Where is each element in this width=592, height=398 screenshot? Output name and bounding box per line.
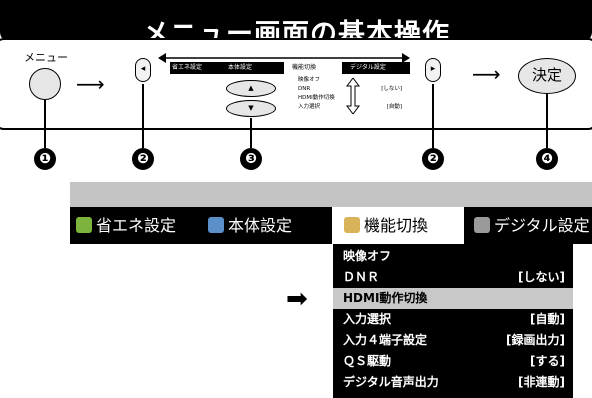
title-banner — [0, 0, 592, 42]
tv-icon — [208, 217, 224, 233]
digital-icon — [474, 217, 490, 233]
notepad-icon — [344, 217, 360, 233]
pointer-arrow-icon: ➡ — [286, 284, 308, 314]
mini-item-value: [自動] — [386, 104, 402, 110]
mini-menu-item: 入力選択 [自動] — [298, 103, 402, 111]
callout-line — [142, 84, 144, 148]
arrow-right-icon: ⟶ — [472, 62, 501, 86]
left-right-arrow-icon — [158, 53, 410, 63]
tab-energy-saving[interactable]: 省エネ設定 — [76, 207, 196, 244]
mini-tab-function: 機能切換 — [284, 62, 342, 74]
mini-tab-bar: 省エネ設定 本体設定 機能切換 デジタル設定 — [170, 62, 410, 74]
item-value: [録画出力] — [506, 333, 565, 347]
callout-2: ❷ — [132, 148, 154, 170]
callout-4: ❹ — [536, 148, 558, 170]
menu-item-video-off[interactable]: 映像オフ — [333, 246, 573, 267]
item-value: [非連動] — [518, 375, 565, 389]
callout-line — [44, 100, 46, 148]
tab-label: 機能切換 — [364, 216, 429, 235]
mini-menu-item: DNR [しない] — [298, 85, 402, 93]
mini-tab-main: 本体設定 — [228, 64, 253, 71]
menu-button[interactable] — [29, 68, 61, 100]
callout-line — [432, 84, 434, 148]
up-button[interactable]: ▲ — [226, 80, 276, 97]
menu-item-qs-drive[interactable]: ＱＳ駆動 [する] — [333, 351, 573, 372]
arrow-right-icon: ⟶ — [76, 72, 105, 96]
callout-line — [546, 94, 548, 148]
item-label: 入力選択 — [343, 312, 392, 326]
mini-tab-digital: デジタル設定 — [350, 64, 386, 71]
tab-digital-settings[interactable]: デジタル設定 — [474, 207, 592, 244]
menu-item-dnr[interactable]: ＤＮＲ [しない] — [333, 267, 573, 288]
mini-menu-list: 映像オフ DNR [しない] HDMI動作切換 入力選択 [自動] — [292, 76, 408, 122]
item-value: [自動] — [530, 312, 565, 326]
menu-item-input4[interactable]: 入力４端子設定 [録画出力] — [333, 330, 573, 351]
mini-item-value: [しない] — [381, 86, 402, 92]
callout-line — [250, 118, 252, 148]
item-label: HDMI動作切換 — [343, 291, 428, 305]
left-button[interactable]: ◂ — [135, 58, 151, 82]
callout-3: ❸ — [240, 148, 262, 170]
up-down-arrow-icon — [346, 78, 360, 114]
enter-button[interactable]: 決定 — [518, 58, 576, 94]
menu-item-hdmi[interactable]: HDMI動作切換 — [333, 288, 573, 309]
mini-tab-energy: 省エネ設定 — [172, 64, 203, 71]
menu-header-band — [70, 182, 592, 207]
mini-menu-item: 映像オフ — [298, 76, 402, 84]
menu-tab-bar: 省エネ設定 本体設定 機能切換 デジタル設定 — [70, 207, 592, 244]
tab-function-switch[interactable]: 機能切換 — [332, 207, 464, 244]
callout-1: ❶ — [34, 148, 56, 170]
item-label: ＤＮＲ — [343, 270, 380, 284]
leaf-icon — [76, 217, 92, 233]
tab-label: デジタル設定 — [494, 216, 590, 235]
menu-item-input-select[interactable]: 入力選択 [自動] — [333, 309, 573, 330]
item-label: 映像オフ — [343, 249, 392, 263]
callout-2-right: ❷ — [422, 148, 444, 170]
down-button[interactable]: ▼ — [226, 100, 276, 117]
tab-main-settings[interactable]: 本体設定 — [208, 207, 318, 244]
mini-item-label: HDMI動作切換 — [298, 95, 335, 101]
item-label: 入力４端子設定 — [343, 333, 428, 347]
item-label: デジタル音声出力 — [343, 375, 439, 389]
menu-item-list: 映像オフ ＤＮＲ [しない] HDMI動作切換 入力選択 [自動] 入力４端子設定 [… — [333, 244, 573, 398]
item-value: [する] — [530, 354, 565, 368]
right-button[interactable]: ▸ — [425, 58, 441, 82]
mini-menu-item: HDMI動作切換 — [298, 94, 402, 102]
tab-label: 本体設定 — [228, 216, 293, 235]
item-label: ＱＳ駆動 — [343, 354, 392, 368]
mini-item-label: 入力選択 — [298, 104, 321, 110]
mini-item-label: 映像オフ — [298, 77, 321, 83]
tab-label: 省エネ設定 — [96, 216, 177, 235]
menu-button-label: メニュー — [24, 51, 68, 64]
mini-item-label: DNR — [298, 86, 311, 92]
item-value: [しない] — [518, 270, 565, 284]
menu-item-digital-audio[interactable]: デジタル音声出力 [非連動] — [333, 372, 573, 393]
